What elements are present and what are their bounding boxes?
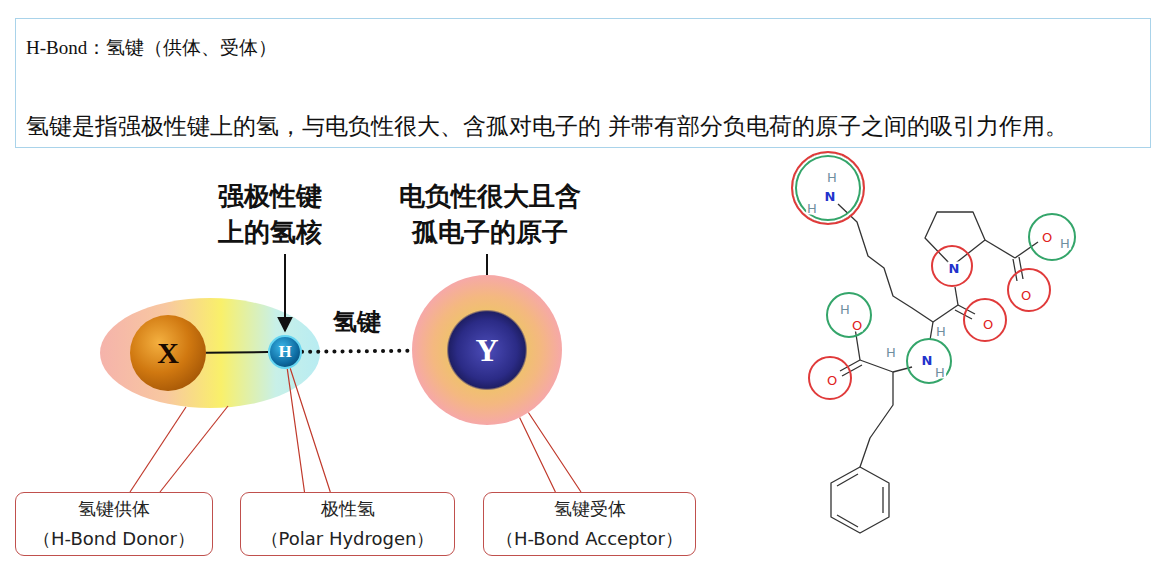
atom-symbol: H <box>934 366 946 379</box>
callout-box: 极性氢 （Polar Hydrogen） <box>240 492 455 556</box>
atom-symbol: O <box>1041 231 1053 244</box>
donor-atom: X <box>130 315 206 391</box>
hydroxyl-circle: OH <box>1028 213 1076 261</box>
callout-text: （H-Bond Acceptor） <box>496 527 683 551</box>
atom-label: H <box>885 346 897 359</box>
molecule-bonds <box>831 204 1038 533</box>
amine-group-circle: HNH <box>791 151 865 225</box>
atom-letter: H <box>278 342 291 362</box>
atom-symbol: O <box>1020 289 1032 302</box>
atom-letter: X <box>157 336 179 370</box>
leader-lines <box>130 406 228 492</box>
atom-symbol: H <box>1059 237 1071 250</box>
polar-hydrogen-atom: H <box>268 335 302 369</box>
callout-text: 氢键受体 <box>554 497 626 521</box>
acceptor-atom: Y <box>412 275 562 425</box>
callout-text: 极性氢 <box>321 497 375 521</box>
atom-symbol: H <box>839 303 851 316</box>
carbonyl-oxygen-circle: O <box>1007 268 1051 312</box>
atom-symbol: N <box>948 262 961 275</box>
callout-box: 氢键受体 （H-Bond Acceptor） <box>483 492 696 556</box>
donor-ellipse <box>100 298 320 408</box>
amide-oxygen-circle: O <box>963 298 1007 342</box>
atom-symbol: O <box>851 319 863 332</box>
atom-label: H <box>935 325 947 338</box>
leader-line <box>287 368 330 492</box>
panel-heading: H-Bond：氢键（供体、受体） <box>26 35 277 61</box>
definition-panel: H-Bond：氢键（供体、受体） 氢键是指强极性键上的氢，与电负性很大、含孤对电子… <box>15 18 1151 148</box>
callout-text: 氢键供体 <box>78 497 150 521</box>
atom-symbol: O <box>982 318 994 331</box>
pointer-label: 电负性很大且含 孤电子的原子 <box>395 178 585 251</box>
pointer-arrow <box>284 254 286 331</box>
atom-symbol: N <box>921 354 934 367</box>
callout-text: （Polar Hydrogen） <box>261 527 435 551</box>
carbonyl-oxygen-circle: O <box>808 356 852 400</box>
atom-symbol: H <box>826 171 838 184</box>
callout-box: 氢键供体 （H-Bond Donor） <box>15 492 213 556</box>
amine-nh-circle: NH <box>906 338 952 384</box>
covalent-bond-line <box>206 351 268 354</box>
definition-text: 氢键是指强极性键上的氢，与电负性很大、含孤对电子的 并带有部分负电荷的原子之间的… <box>26 111 1068 142</box>
atom-symbol: H <box>806 202 818 215</box>
leader-line <box>520 413 581 493</box>
atom-symbol: N <box>824 190 837 203</box>
hydroxyl-circle: HO <box>826 292 872 338</box>
edge-label: 氢键 <box>330 306 384 338</box>
callout-text: （H-Bond Donor） <box>33 527 195 551</box>
pointer-label: 强极性键 上的氢核 <box>214 178 326 251</box>
atom-letter: Y <box>475 332 498 369</box>
atom-symbol: O <box>826 374 838 387</box>
hydrogen-bond-line <box>302 351 412 352</box>
ring-nitrogen-circle: N <box>931 245 973 287</box>
